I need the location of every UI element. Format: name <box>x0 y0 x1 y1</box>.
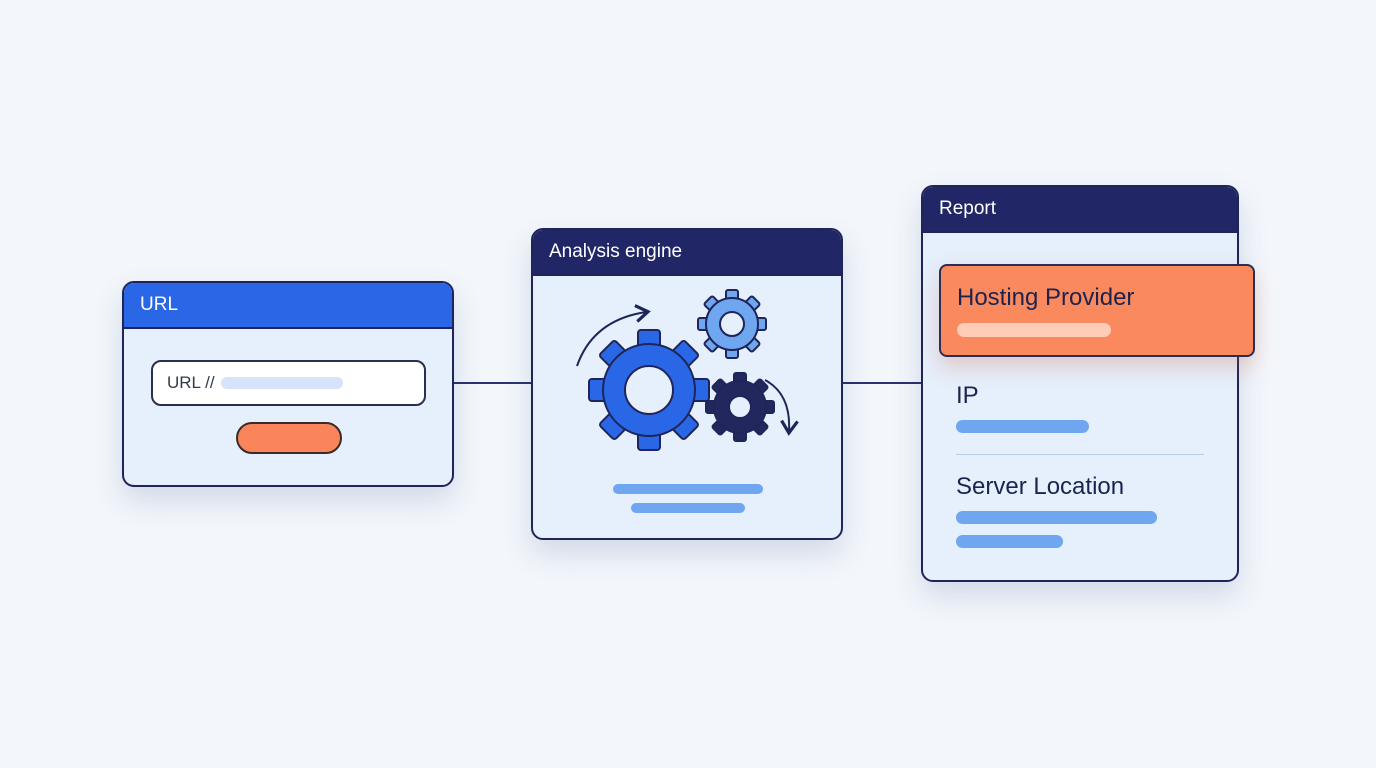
analysis-engine-panel: Analysis engine <box>531 228 843 540</box>
connector-engine-to-report <box>843 382 922 384</box>
large-gear <box>588 329 710 451</box>
small-dark-gear <box>705 372 775 442</box>
rotate-arrow-top <box>576 304 651 367</box>
hosting-provider-value-bar <box>957 323 1111 337</box>
ip-label: IP <box>956 382 979 409</box>
small-light-gear <box>697 289 767 359</box>
engine-progress-bar-2 <box>631 503 745 513</box>
report-panel-title: Report <box>923 187 1237 233</box>
report-divider <box>956 454 1204 455</box>
hosting-provider-label: Hosting Provider <box>957 284 1135 311</box>
url-input-placeholder-bar <box>220 377 343 389</box>
url-input[interactable]: URL // <box>151 360 426 406</box>
connector-url-to-engine <box>454 382 532 384</box>
url-panel-title: URL <box>124 283 452 329</box>
url-input-prefix: URL // <box>167 373 215 392</box>
rotate-arrow-right <box>764 379 799 436</box>
server-location-value-bar-1 <box>956 511 1157 524</box>
report-field-hosting-provider: Hosting Provider <box>939 264 1255 357</box>
server-location-label: Server Location <box>956 473 1125 500</box>
analysis-engine-title: Analysis engine <box>533 230 841 276</box>
engine-progress-bar-1 <box>613 484 763 494</box>
url-panel: URL URL // <box>122 281 454 487</box>
ip-value-bar <box>956 420 1089 433</box>
gears-icon <box>576 289 799 451</box>
submit-button[interactable] <box>236 422 342 454</box>
server-location-value-bar-2 <box>956 535 1063 548</box>
